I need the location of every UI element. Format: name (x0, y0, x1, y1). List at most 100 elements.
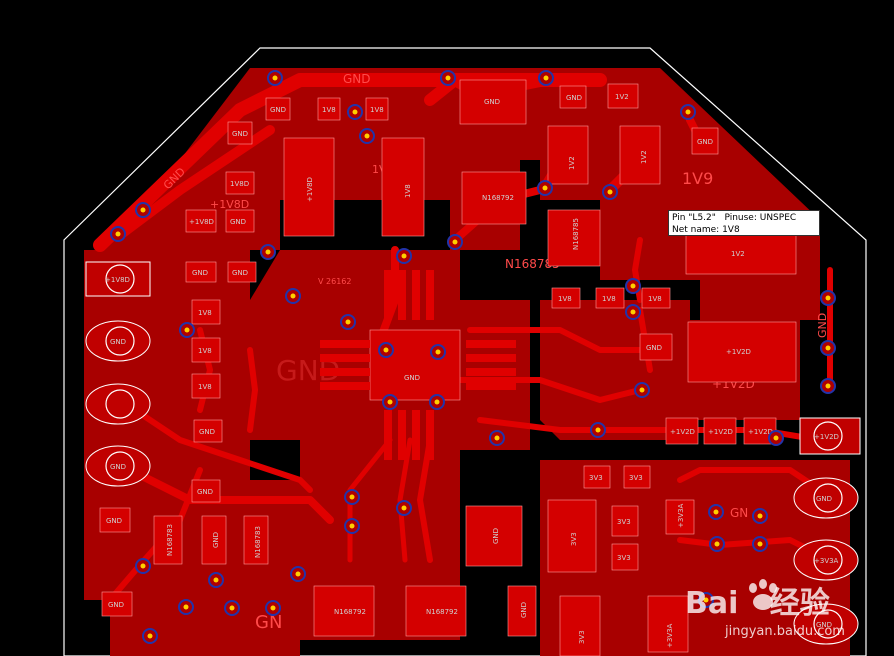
pad[interactable] (623, 465, 651, 489)
pad[interactable] (619, 125, 661, 185)
pad[interactable] (381, 137, 425, 237)
via-hole (401, 253, 407, 259)
pad[interactable] (583, 465, 611, 489)
net-label-1v8d: +1V8D (210, 198, 249, 211)
pad[interactable] (685, 229, 797, 275)
pad[interactable] (101, 591, 133, 617)
via-layer[interactable] (110, 70, 836, 644)
pad[interactable] (365, 97, 389, 121)
connector-left-mid1: GND (110, 338, 126, 346)
via-hole (349, 523, 355, 529)
svg-text:3V3: 3V3 (617, 554, 631, 562)
via-hole (685, 109, 691, 115)
connector-right-top: +1V2D (814, 433, 839, 441)
via-hole (383, 347, 389, 353)
pad[interactable] (687, 321, 797, 383)
svg-text:N168785: N168785 (572, 218, 580, 250)
pad[interactable] (201, 515, 227, 565)
svg-text:3V3: 3V3 (589, 474, 603, 482)
via-hole (229, 605, 235, 611)
pad[interactable] (191, 373, 221, 399)
via-hole (825, 295, 831, 301)
pad[interactable] (191, 299, 221, 325)
pad[interactable] (185, 261, 217, 283)
svg-text:+1V8D: +1V8D (306, 177, 314, 202)
pad[interactable] (665, 417, 699, 445)
pad[interactable] (691, 127, 719, 155)
pad[interactable] (227, 121, 253, 145)
pad[interactable] (193, 419, 223, 443)
pad[interactable] (665, 499, 695, 535)
pad[interactable] (641, 287, 671, 309)
svg-text:GND: GND (484, 98, 500, 106)
pad[interactable] (185, 209, 217, 233)
svg-text:GND: GND (108, 601, 124, 609)
via-hole (452, 239, 458, 245)
svg-text:+1V2D: +1V2D (748, 428, 773, 436)
pad[interactable] (611, 543, 639, 571)
svg-text:1V2: 1V2 (568, 156, 576, 170)
svg-text:GND: GND (232, 130, 248, 138)
net-label-v26162: V 26162 (318, 277, 351, 286)
pad[interactable] (547, 125, 589, 185)
via-hole (757, 513, 763, 519)
via-hole (352, 109, 358, 115)
svg-text:1V8: 1V8 (198, 309, 212, 317)
smd-pads[interactable]: GND GND 1V8 1V8 GND GND 1V2 GND +1V8D 1V… (99, 79, 797, 656)
pad[interactable] (191, 479, 221, 503)
svg-text:N168783: N168783 (166, 524, 174, 556)
via-hole (703, 597, 709, 603)
svg-text:1V8D: 1V8D (230, 180, 249, 188)
pad[interactable] (461, 171, 527, 225)
pad[interactable] (547, 499, 597, 573)
pad[interactable] (227, 261, 257, 283)
pad[interactable] (283, 137, 335, 237)
pad[interactable] (405, 585, 467, 637)
svg-text:+3V3A: +3V3A (677, 503, 685, 528)
svg-text:GND: GND (697, 138, 713, 146)
pad[interactable] (459, 79, 527, 125)
pad[interactable] (551, 287, 581, 309)
svg-text:+3V3A: +3V3A (666, 623, 674, 648)
via-hole (757, 541, 763, 547)
connector-pads[interactable]: +1V8D GND GND +1V2D GND +3V3A GND (85, 261, 861, 645)
pad[interactable] (465, 505, 523, 567)
svg-text:GND: GND (492, 528, 500, 544)
pad[interactable] (313, 585, 375, 637)
pad[interactable] (265, 97, 291, 121)
via-hole (714, 541, 720, 547)
pad[interactable] (611, 505, 639, 537)
svg-text:1V8: 1V8 (370, 106, 384, 114)
pad[interactable] (595, 287, 625, 309)
svg-text:GND: GND (197, 488, 213, 496)
pad[interactable] (243, 515, 269, 565)
via-hole (494, 435, 500, 441)
pad[interactable] (547, 209, 601, 267)
svg-text:GND: GND (212, 532, 220, 548)
tooltip-net-line: Net name: 1V8 (672, 225, 740, 235)
svg-text:GND: GND (520, 602, 528, 618)
pad[interactable] (507, 585, 537, 637)
pad[interactable] (639, 333, 673, 361)
svg-text:GND: GND (646, 344, 662, 352)
pad[interactable] (225, 171, 255, 195)
pad[interactable] (607, 83, 639, 109)
svg-text:+1V8D: +1V8D (189, 218, 214, 226)
pad[interactable] (317, 97, 341, 121)
pad[interactable] (559, 595, 601, 656)
pad[interactable] (191, 337, 221, 363)
via-hole (773, 435, 779, 441)
svg-text:1V2: 1V2 (640, 150, 648, 164)
pad[interactable] (153, 515, 183, 565)
svg-text:GND: GND (566, 94, 582, 102)
pad[interactable] (703, 417, 737, 445)
via-hole (434, 399, 440, 405)
pad[interactable] (647, 595, 689, 653)
ic-package[interactable]: GND (320, 270, 516, 460)
via-hole (213, 577, 219, 583)
svg-text:1V8: 1V8 (602, 295, 616, 303)
pad[interactable] (225, 209, 255, 233)
pad[interactable] (559, 85, 587, 109)
pad[interactable] (99, 507, 131, 533)
